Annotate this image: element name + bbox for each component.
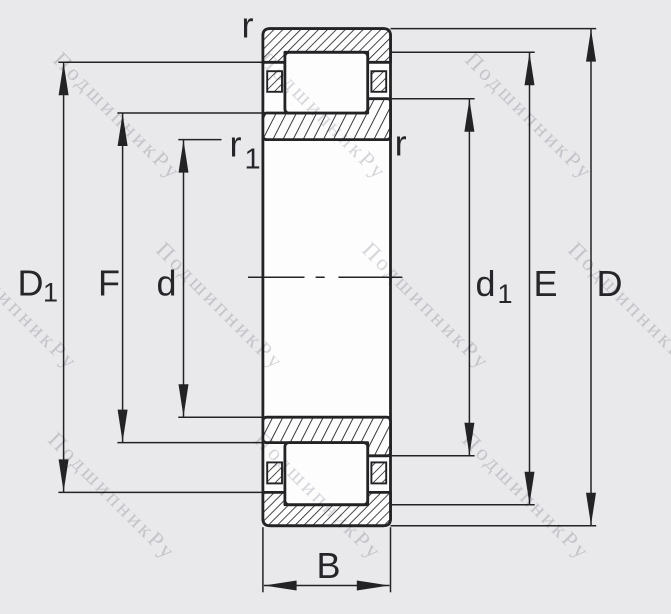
svg-text:r: r (395, 123, 407, 164)
svg-text:D: D (18, 263, 44, 304)
svg-text:E: E (534, 263, 558, 304)
svg-text:1: 1 (245, 144, 261, 176)
svg-text:d: d (476, 263, 496, 304)
svg-text:1: 1 (498, 279, 513, 309)
svg-text:d: d (157, 263, 177, 304)
svg-text:F: F (98, 263, 120, 304)
svg-text:r: r (230, 124, 242, 165)
svg-text:1: 1 (43, 278, 58, 308)
svg-text:B: B (317, 545, 341, 586)
svg-text:r: r (242, 5, 254, 46)
svg-text:D: D (597, 263, 623, 304)
